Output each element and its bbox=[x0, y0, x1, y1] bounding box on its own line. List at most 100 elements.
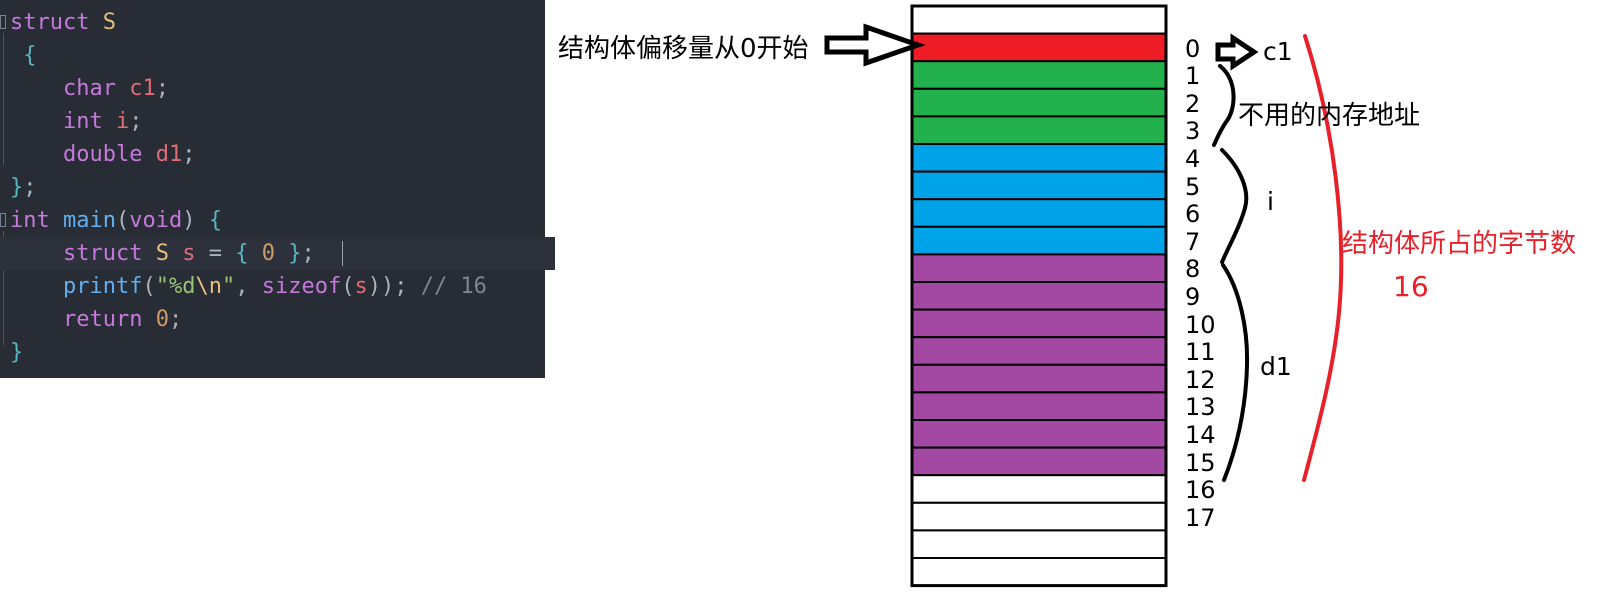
code-token: ) bbox=[182, 208, 209, 233]
memory-cell-i bbox=[911, 225, 1167, 256]
code-line[interactable]: double d1; bbox=[0, 138, 555, 171]
offset-label: 1 bbox=[1185, 62, 1201, 91]
memory-cell-empty bbox=[911, 501, 1167, 532]
code-token: c1 bbox=[129, 76, 156, 101]
memory-cell-d1 bbox=[911, 308, 1167, 339]
code-token: } bbox=[10, 175, 24, 200]
memory-cell-d1 bbox=[911, 391, 1167, 421]
code-token: ( bbox=[341, 274, 355, 299]
code-line[interactable]: struct S s = { 0 }; bbox=[0, 237, 555, 270]
member-label-i: i bbox=[1267, 187, 1274, 216]
brace-guide-main bbox=[3, 231, 4, 345]
memory-cell-i bbox=[911, 170, 1167, 201]
unused-label: 不用的内存地址 bbox=[1238, 101, 1421, 131]
code-token: 0 bbox=[261, 241, 275, 266]
code-token: char bbox=[62, 76, 116, 101]
code-token: { bbox=[208, 208, 222, 233]
code-token: = bbox=[195, 241, 236, 266]
code-token: )); bbox=[367, 274, 408, 299]
code-token: ( bbox=[115, 208, 130, 233]
code-token: ; bbox=[23, 175, 37, 200]
code-token: return bbox=[62, 307, 143, 332]
text-caret bbox=[342, 241, 343, 266]
code-token: " bbox=[221, 274, 236, 299]
offset-label: 13 bbox=[1185, 393, 1216, 422]
c1-arrow-icon bbox=[1215, 33, 1259, 71]
offset-label: 10 bbox=[1185, 310, 1216, 339]
code-token: ; bbox=[129, 109, 143, 134]
code-line[interactable]: char c1; bbox=[0, 72, 555, 105]
code-line[interactable]: int i; bbox=[0, 105, 555, 138]
d1-brace bbox=[1221, 263, 1250, 482]
code-line[interactable]: struct S bbox=[0, 6, 555, 39]
code-token: , bbox=[235, 274, 262, 299]
memory-cell-empty bbox=[911, 474, 1167, 504]
code-editor: struct S { char c1; int i; double d1;};i… bbox=[0, 0, 555, 378]
code-token: s bbox=[182, 241, 196, 266]
offset-label: 5 bbox=[1185, 172, 1201, 201]
offset-label: 7 bbox=[1185, 227, 1201, 256]
code-token: 0 bbox=[155, 307, 169, 332]
total-size-value: 16 bbox=[1393, 270, 1429, 303]
memory-cell-c1 bbox=[911, 32, 1167, 63]
code-token: } bbox=[10, 340, 24, 365]
memory-cell-d1 bbox=[911, 363, 1167, 394]
offset-label: 4 bbox=[1185, 145, 1201, 173]
code-token: i bbox=[115, 109, 130, 134]
memory-cell-d1 bbox=[911, 336, 1167, 366]
code-token: { bbox=[10, 43, 37, 68]
memory-cell-padding bbox=[911, 115, 1167, 146]
offset-label: 17 bbox=[1185, 503, 1216, 532]
brace-guide-struct bbox=[3, 33, 4, 165]
code-token: S bbox=[102, 10, 116, 35]
memory-cell-d1 bbox=[911, 253, 1167, 283]
code-token: void bbox=[129, 208, 183, 233]
memory-cell-padding bbox=[911, 60, 1167, 90]
code-token: struct bbox=[10, 10, 90, 35]
code-token: ; bbox=[301, 241, 315, 266]
code-token: sizeof bbox=[261, 274, 342, 299]
code-token: ; bbox=[182, 142, 196, 167]
memory-cell-i bbox=[911, 198, 1167, 228]
memory-cell-d1 bbox=[911, 419, 1167, 449]
code-token: { bbox=[235, 241, 249, 266]
memory-cell-empty bbox=[911, 557, 1167, 587]
offset-label: 3 bbox=[1185, 117, 1201, 146]
memory-column-border bbox=[910, 4, 1168, 588]
offset-label: 2 bbox=[1185, 89, 1201, 118]
code-line[interactable]: int main(void) { bbox=[0, 204, 555, 237]
code-token: struct bbox=[62, 241, 143, 266]
code-line[interactable]: printf("%d\n", sizeof(s)); // 16 bbox=[0, 270, 555, 303]
fold-toggle-icon[interactable] bbox=[0, 213, 6, 227]
offset-label: 15 bbox=[1185, 448, 1216, 477]
offset-label: 9 bbox=[1185, 283, 1201, 311]
unused-brace bbox=[1212, 64, 1236, 147]
code-line[interactable]: return 0; bbox=[0, 303, 555, 336]
offset-label: 6 bbox=[1185, 200, 1201, 229]
code-token: S bbox=[155, 241, 169, 266]
memory-cell-d1 bbox=[911, 446, 1167, 477]
offset-label: 0 bbox=[1185, 34, 1201, 63]
offset-start-arrow-icon bbox=[824, 23, 926, 67]
code-token: \n bbox=[195, 274, 222, 299]
offset-label: 16 bbox=[1185, 476, 1216, 505]
code-token: printf bbox=[62, 274, 143, 299]
code-line[interactable]: }; bbox=[0, 171, 555, 204]
memory-cell-empty bbox=[911, 529, 1167, 560]
code-token: s bbox=[354, 274, 368, 299]
code-token: double bbox=[62, 142, 143, 167]
code-token: ; bbox=[155, 76, 169, 101]
offset-start-label: 结构体偏移量从0开始 bbox=[558, 34, 809, 64]
offset-label: 14 bbox=[1185, 421, 1216, 449]
code-token: ( bbox=[142, 274, 156, 299]
total-bracket bbox=[1302, 34, 1344, 482]
memory-cell-d1 bbox=[911, 281, 1167, 311]
code-line[interactable]: { bbox=[0, 39, 555, 72]
code-token: // 16 bbox=[407, 274, 487, 299]
code-line[interactable]: } bbox=[0, 336, 555, 369]
memory-cell-empty bbox=[911, 5, 1167, 35]
memory-cell-padding bbox=[911, 87, 1167, 118]
fold-toggle-icon[interactable] bbox=[0, 15, 6, 29]
member-label-d1: d1 bbox=[1260, 352, 1292, 381]
code-token: "%d bbox=[155, 274, 196, 299]
